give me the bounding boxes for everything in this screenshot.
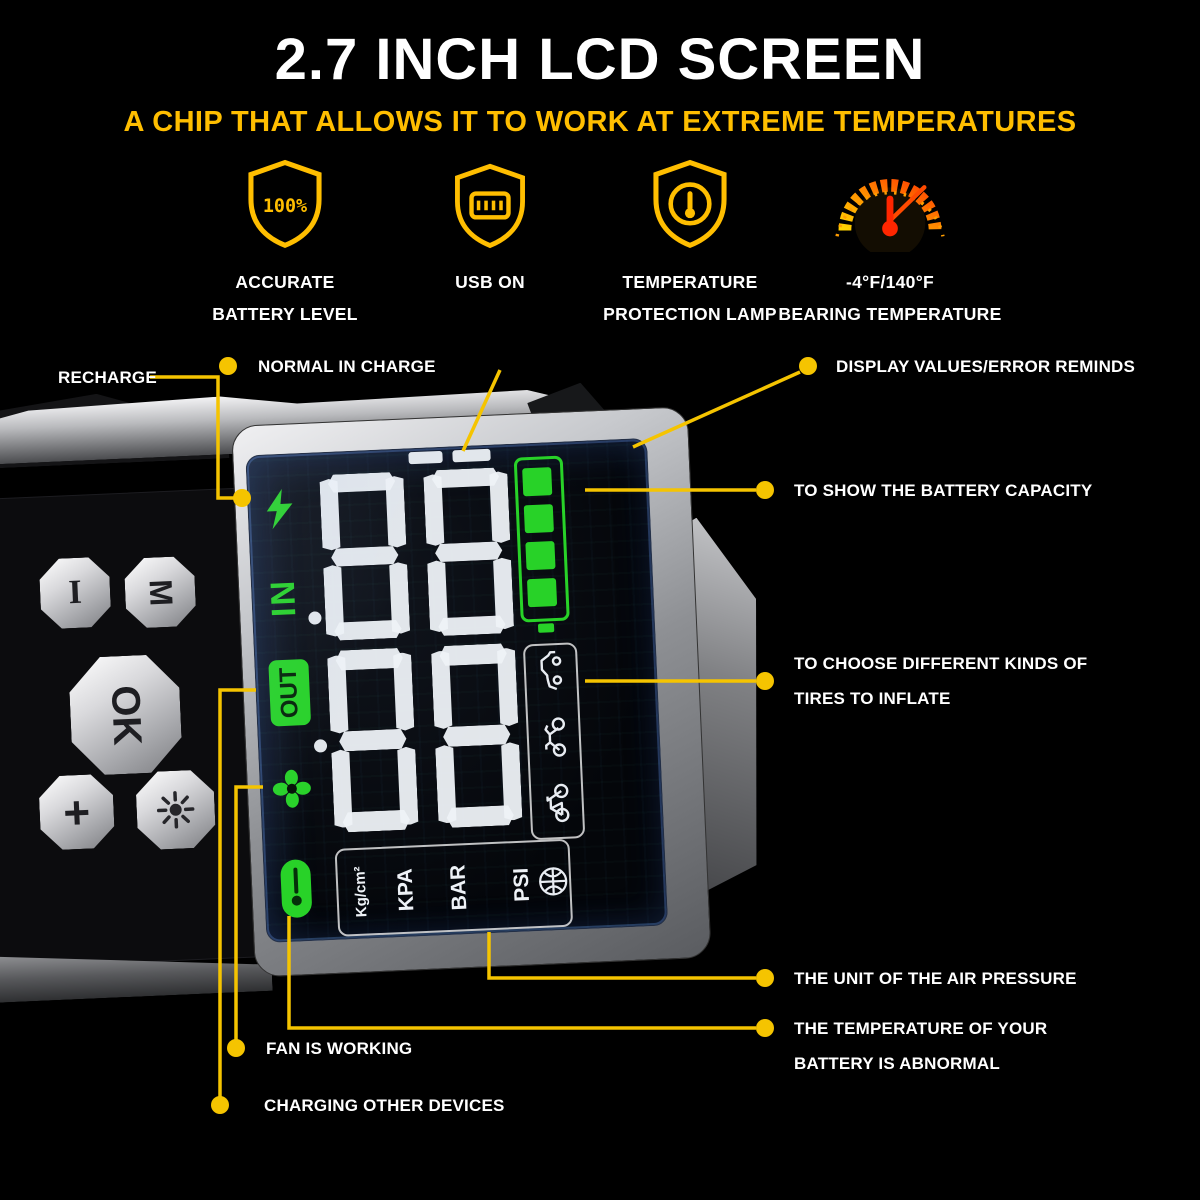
feature-usb: USB ON	[375, 148, 605, 298]
feature-label: -4°F/140°F	[846, 272, 934, 292]
feature-label: ACCURATE	[235, 272, 335, 292]
fan-dot	[227, 1039, 245, 1057]
page-title: 2.7 INCH LCD SCREEN	[274, 27, 926, 92]
callout-battery-temp-line1: THE TEMPERATURE OF YOUR	[794, 1019, 1048, 1038]
callout-tires: TO CHOOSE DIFFERENT KINDS OF TIRES TO IN…	[794, 646, 1087, 716]
page-subtitle: A CHIP THAT ALLOWS IT TO WORK AT EXTREME…	[123, 106, 1077, 138]
basketball-icon	[536, 865, 569, 898]
callout-recharge: RECHARGE	[58, 368, 157, 387]
callout-air-pressure-unit: THE UNIT OF THE AIR PRESSURE	[794, 969, 1077, 988]
feature-label: USB ON	[455, 272, 525, 292]
recharge-indicator-icon	[266, 488, 293, 530]
power-button-label: I	[67, 573, 83, 612]
charging-other-dot	[211, 1096, 229, 1114]
battery-temp-dot	[756, 1019, 774, 1037]
display-values-dot	[799, 357, 817, 375]
callout-display-values: DISPLAY VALUES/ERROR REMINDS	[836, 357, 1136, 376]
screen-glass-reflection	[246, 438, 668, 942]
callout-battery-temp: THE TEMPERATURE OF YOUR BATTERY IS ABNOR…	[794, 1011, 1047, 1081]
shield-thermometer-icon	[575, 148, 805, 252]
bicycle-icon	[540, 780, 574, 825]
feature-bearing-temperature: -4°F/140°F BEARING TEMPERATURE	[775, 148, 1005, 330]
callout-tires-line2: TIRES TO INFLATE	[794, 689, 951, 708]
feature-label: BATTERY LEVEL	[212, 304, 358, 324]
feature-label: PROTECTION LAMP	[603, 304, 777, 324]
feature-label: TEMPERATURE	[622, 272, 758, 292]
shield-battery-level-icon: 100%	[170, 148, 400, 252]
tire-inflator-device: I M OK +	[0, 365, 783, 1031]
callout-normal-in-charge: NORMAL IN CHARGE	[258, 357, 436, 376]
brightness-button	[135, 769, 216, 850]
mode-button-label: M	[142, 578, 180, 607]
plus-button-label: +	[62, 785, 92, 839]
feature-label: BEARING TEMPERATURE	[778, 304, 1002, 324]
ok-button-label: OK	[102, 683, 150, 746]
feature-temp-protection: TEMPERATURE PROTECTION LAMP	[575, 148, 805, 330]
feature-battery-level: 100% ACCURATE BATTERY LEVEL	[170, 148, 400, 330]
brightness-icon	[155, 789, 197, 831]
motorcycle-icon	[537, 715, 571, 760]
shield-usb-icon	[375, 148, 605, 252]
normal-in-charge-dot	[219, 357, 237, 375]
car-icon	[534, 649, 568, 694]
temperature-gauge-icon	[775, 148, 1005, 252]
fan-indicator-icon	[272, 769, 311, 808]
lcd-screen: IN OUT	[245, 437, 669, 943]
callout-battery-capacity: TO SHOW THE BATTERY CAPACITY	[794, 481, 1093, 500]
callout-battery-temp-line2: BATTERY IS ABNORMAL	[794, 1054, 1000, 1073]
callout-fan-working: FAN IS WORKING	[266, 1039, 413, 1058]
battery-percent-badge: 100%	[263, 196, 307, 217]
callout-tires-line1: TO CHOOSE DIFFERENT KINDS OF	[794, 654, 1088, 673]
callout-charging-other: CHARGING OTHER DEVICES	[264, 1096, 505, 1115]
